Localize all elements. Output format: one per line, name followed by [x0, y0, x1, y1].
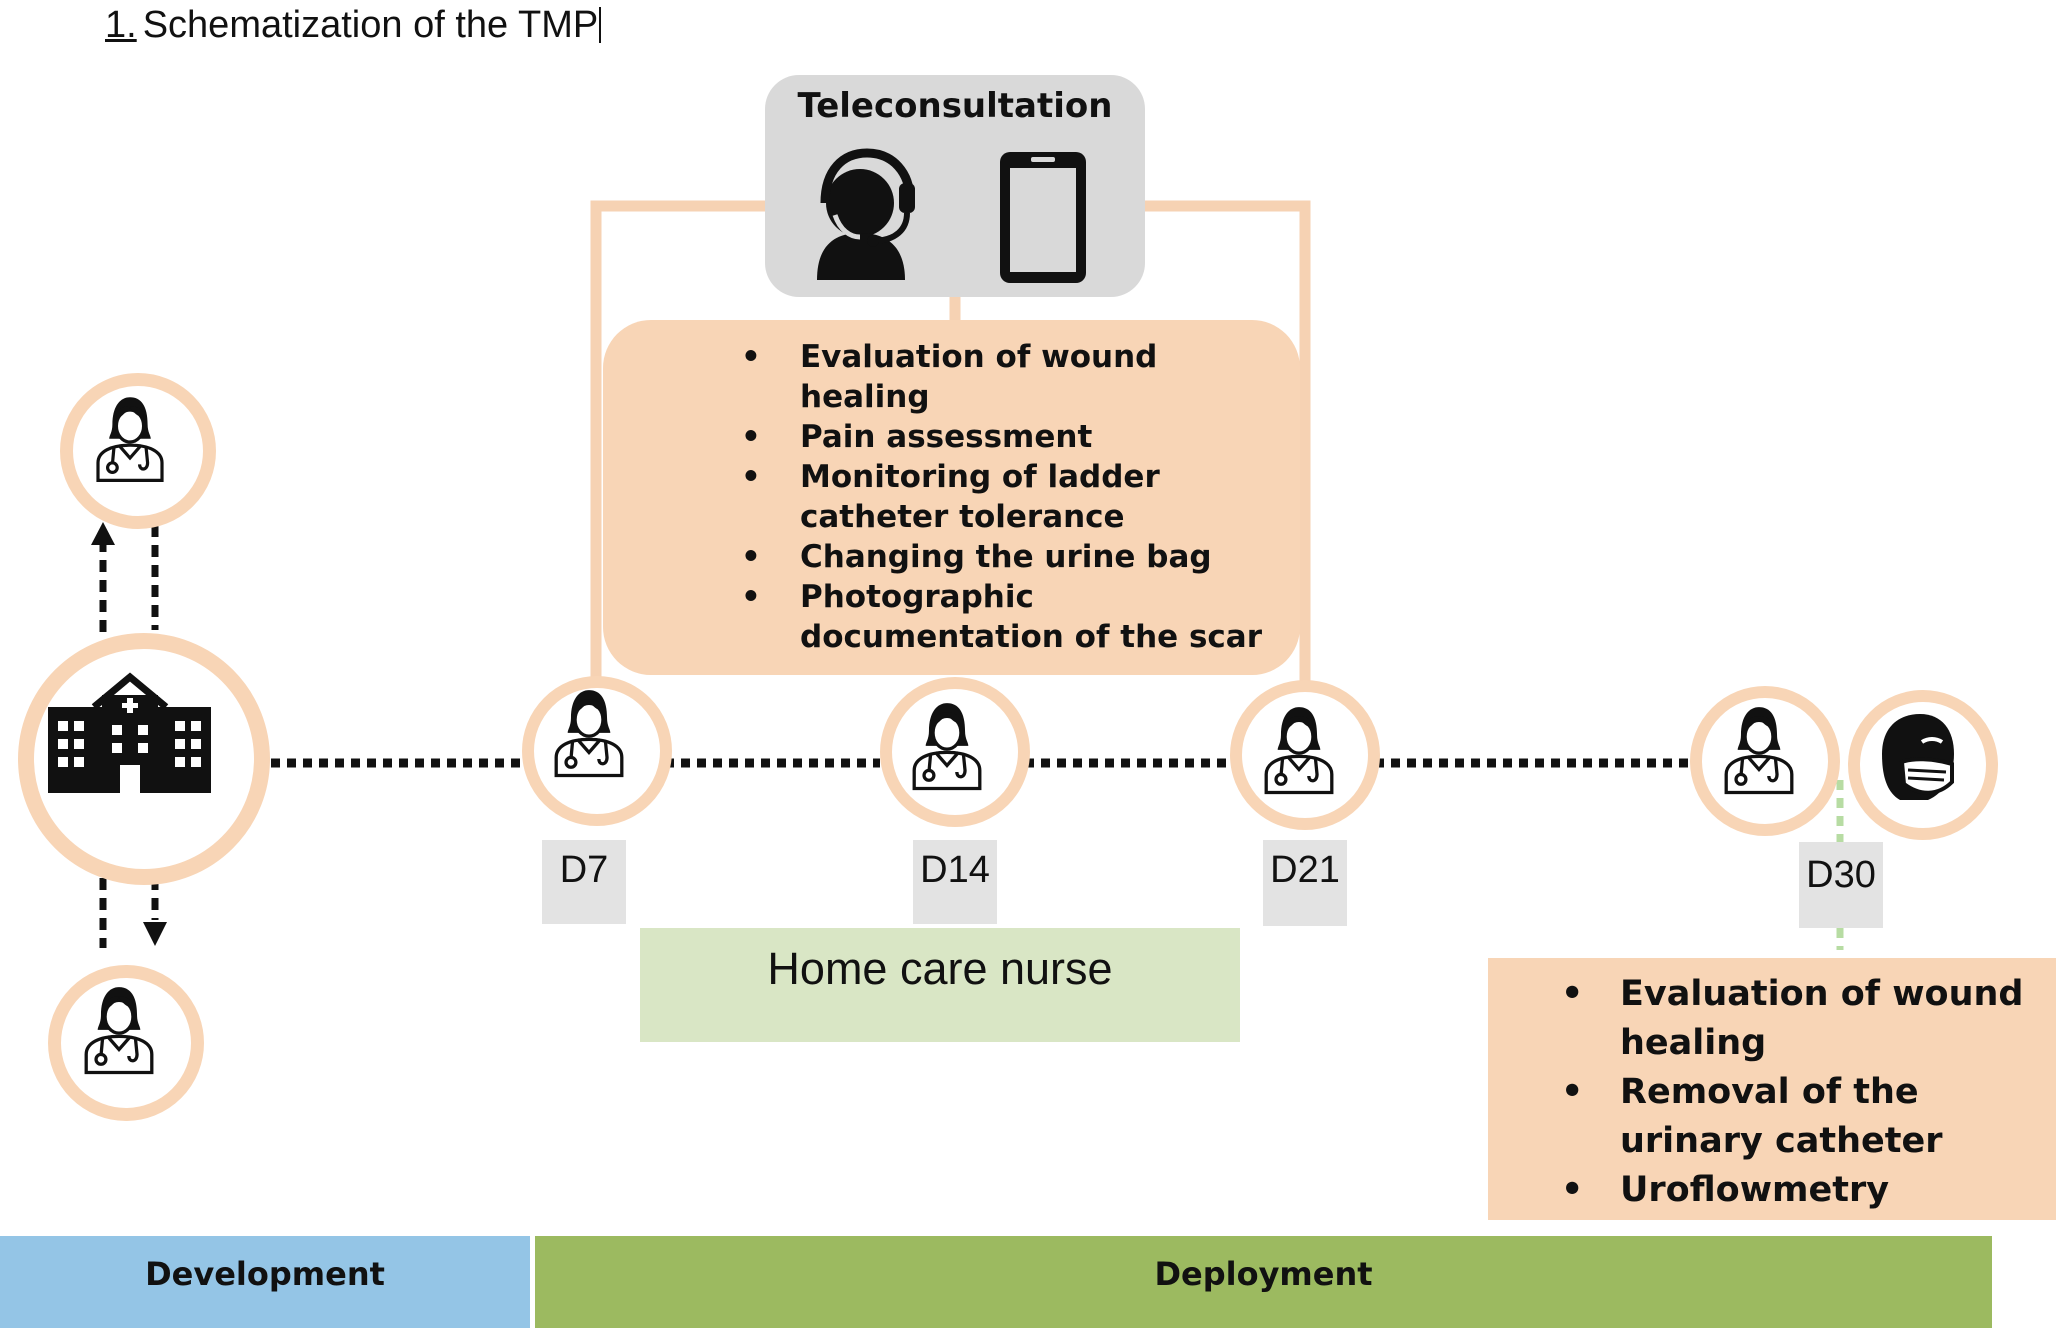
- phase-deployment: Deployment: [535, 1236, 1992, 1328]
- nurse-icon: [1258, 702, 1340, 796]
- figure-title-text: Schematization of the TMP: [142, 4, 599, 46]
- doctor-icon: [90, 392, 170, 484]
- figure-number: 1.: [105, 4, 137, 46]
- tele-bracket-right: [1145, 200, 1311, 700]
- final-visit-task-list: Evaluation of wound healing Removal of t…: [1561, 970, 2040, 1215]
- home-care-nurse-box: Home care nurse: [640, 928, 1240, 1042]
- list-item: Monitoring of ladder catheter tolerance: [741, 457, 1270, 537]
- day-label-d7: D7: [542, 840, 626, 924]
- list-item: Changing the urine bag: [741, 537, 1270, 577]
- arrow-down-head: [143, 922, 167, 946]
- list-item: Uroflowmetry: [1561, 1166, 2040, 1215]
- figure-title: 1.Schematization of the TMP: [105, 4, 602, 47]
- text-caret: [599, 7, 602, 43]
- list-item: Evaluation of wound healing: [1561, 970, 2040, 1068]
- day-label-d14: D14: [913, 840, 997, 924]
- day-label-d30: D30: [1799, 842, 1883, 928]
- tele-bracket-left: [590, 200, 765, 690]
- list-item: Pain assessment: [741, 417, 1270, 457]
- day-label-d21: D21: [1263, 840, 1347, 926]
- list-item: Removal of the urinary catheter: [1561, 1068, 2040, 1166]
- nurse-icon: [1718, 702, 1800, 796]
- hospital-icon: [48, 672, 211, 793]
- headset-operator-icon: [817, 148, 915, 280]
- phase-development: Development: [0, 1236, 530, 1328]
- teleconsultation-task-list: Evaluation of wound healing Pain assessm…: [741, 337, 1270, 657]
- list-item: Photographic documentation of the scar: [741, 577, 1270, 657]
- list-item: Evaluation of wound healing: [741, 337, 1270, 417]
- arrow-up-head: [91, 522, 115, 545]
- nurse-icon: [906, 698, 988, 792]
- nurse-icon: [78, 982, 160, 1076]
- smartphone-icon: [1000, 152, 1086, 283]
- nurse-icon: [548, 685, 630, 779]
- teleconsultation-title: Teleconsultation: [797, 86, 1113, 126]
- masked-surgeon-icon: [1882, 714, 1954, 800]
